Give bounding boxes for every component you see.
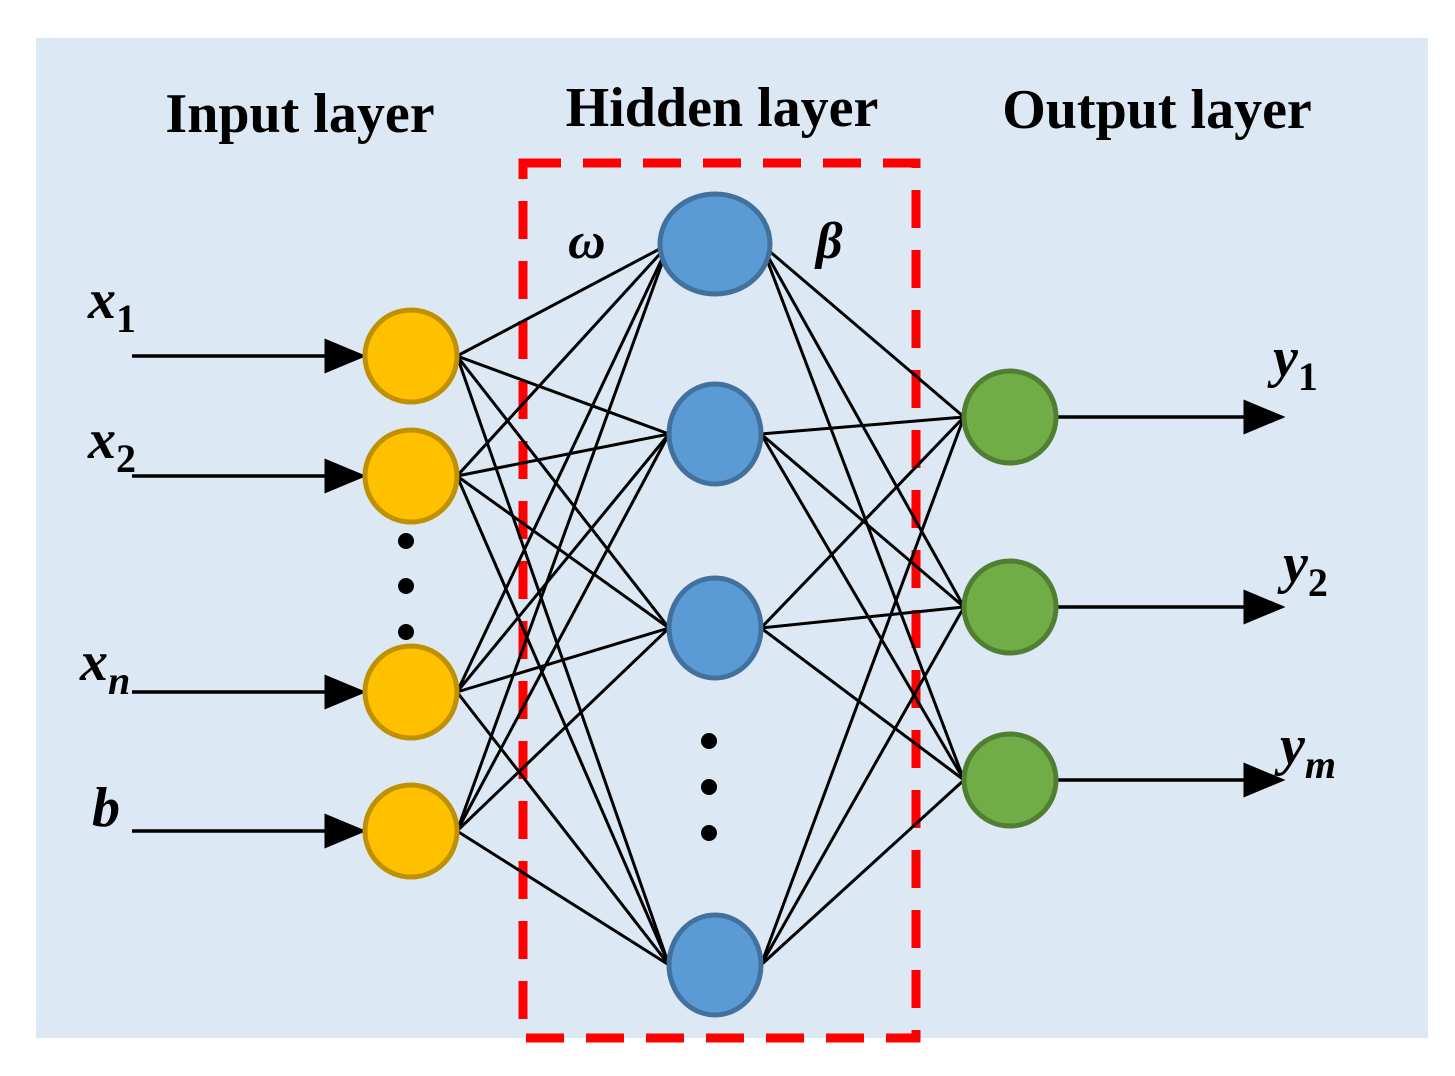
input-label-x2: x2	[87, 409, 136, 481]
edge-hidden1-output0	[760, 415, 965, 436]
input-label-xn: xn	[79, 631, 130, 703]
hidden-node-1	[666, 381, 764, 487]
edge-input1-hidden3	[455, 475, 671, 966]
input-node-0	[362, 307, 460, 405]
edge-input1-hidden2	[456, 474, 670, 630]
edge-input2-hidden1	[455, 433, 671, 693]
edge-hidden3-output0	[759, 416, 966, 966]
network-nodes	[362, 191, 1059, 1018]
hidden-node-3	[666, 912, 764, 1018]
input-label-b-symbol: b	[92, 777, 120, 839]
hidden-layer-title: Hidden layer	[566, 77, 879, 139]
input-label-x1: x1	[87, 269, 136, 341]
hidden-node-2	[666, 575, 764, 681]
edge-input2-hidden0	[455, 243, 671, 693]
output-label-y1-sub: 1	[1298, 354, 1318, 399]
input-node-1	[362, 427, 460, 525]
hidden-ellipsis-dot-1	[701, 779, 717, 795]
edge-input3-hidden0	[455, 243, 671, 832]
input-layer-title: Input layer	[165, 83, 434, 145]
input-node-3	[362, 782, 460, 880]
input-label-x1-sub: 1	[116, 296, 136, 341]
output-label-y2-symbol: y	[1277, 533, 1309, 595]
output-label-y2-sub: 2	[1308, 560, 1328, 605]
edge-input3-hidden1	[455, 433, 671, 832]
output-label-y2: y2	[1277, 533, 1328, 605]
edge-input0-hidden1	[456, 354, 670, 436]
hidden-ellipsis-dot-0	[701, 733, 717, 749]
input-label-x2-symbol: x	[87, 409, 116, 471]
input-node-2	[362, 643, 460, 741]
diagram-background	[36, 38, 1428, 1038]
connection-edges	[455, 242, 966, 967]
edge-hidden3-output2	[759, 778, 966, 967]
edge-hidden2-output1	[760, 605, 965, 630]
edge-hidden1-output2	[759, 433, 966, 781]
edge-hidden0-output0	[760, 242, 965, 419]
hidden-layer-box	[518, 158, 921, 1043]
edge-input0-hidden0	[456, 242, 670, 358]
edge-hidden0-output2	[759, 243, 966, 781]
output-label-y1: y1	[1267, 327, 1318, 399]
edge-input0-hidden2	[455, 355, 671, 629]
input-ellipsis-dot-0	[398, 533, 414, 549]
output-node-1	[961, 558, 1059, 656]
output-layer-title: Output layer	[1002, 79, 1312, 141]
output-label-ym-symbol: y	[1274, 715, 1306, 777]
edge-input1-hidden0	[455, 242, 671, 478]
input-hidden-weight-label: ω	[568, 213, 606, 270]
input-label-x2-sub: 2	[116, 436, 136, 481]
output-node-2	[961, 731, 1059, 829]
input-label-b: b	[92, 777, 120, 839]
input-ellipsis-dot-1	[398, 578, 414, 594]
input-ellipsis-dot-2	[398, 624, 414, 640]
edge-input3-hidden2	[455, 626, 671, 833]
output-node-0	[961, 368, 1059, 466]
output-label-ym: ym	[1274, 715, 1336, 787]
output-label-ym-sub: m	[1305, 742, 1336, 787]
output-label-y1-symbol: y	[1267, 327, 1299, 389]
input-label-xn-symbol: x	[79, 631, 108, 693]
ellipsis-dots	[398, 533, 717, 841]
edge-input1-hidden1	[456, 432, 670, 478]
io-arrows	[132, 338, 1286, 849]
edge-hidden2-output0	[759, 415, 966, 630]
hidden-output-weight-label: β	[814, 213, 843, 270]
hidden-ellipsis-dot-2	[701, 825, 717, 841]
hidden-node-0	[657, 191, 773, 297]
edge-input3-hidden3	[456, 829, 670, 967]
input-label-xn-sub: n	[108, 658, 130, 703]
edge-input2-hidden2	[456, 626, 670, 694]
input-label-x1-symbol: x	[87, 269, 116, 331]
edge-hidden3-output1	[759, 606, 966, 966]
edge-hidden2-output2	[760, 626, 965, 782]
